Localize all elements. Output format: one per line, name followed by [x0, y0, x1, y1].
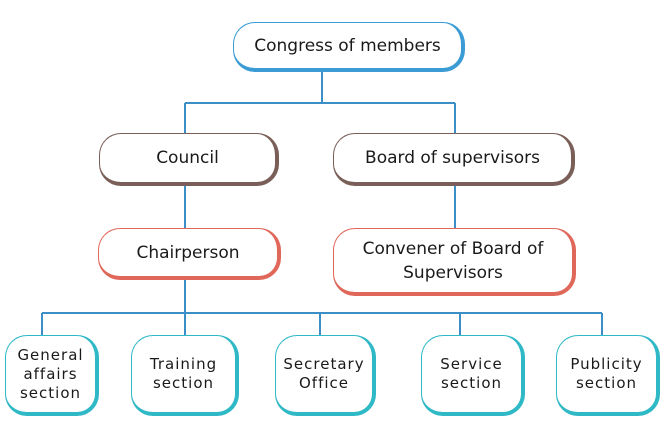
publicity-section-box: Publicity section — [556, 335, 660, 416]
general-affairs-section-box: General affairs section — [5, 335, 99, 416]
chairperson-box: Chairperson — [98, 228, 281, 280]
board-of-supervisors-box: Board of supervisors — [333, 133, 575, 186]
section-label: Secretary Office — [283, 355, 365, 392]
training-section-box: Training section — [131, 335, 239, 416]
chairperson-label: Chairperson — [136, 242, 240, 263]
congress-of-members-box: Congress of members — [233, 22, 465, 72]
section-label: General affairs section — [17, 345, 84, 402]
section-label: Publicity section — [570, 355, 643, 392]
congress-label: Congress of members — [254, 35, 441, 56]
service-section-box: Service section — [421, 335, 525, 416]
convener-box: Convener of Board of Supervisors — [333, 228, 576, 296]
council-label: Council — [156, 148, 219, 168]
section-label: Training section — [149, 355, 218, 392]
secretary-office-box: Secretary Office — [275, 335, 376, 416]
convener-label: Convener of Board of Supervisors — [362, 238, 544, 283]
supervisors-label: Board of supervisors — [365, 148, 540, 168]
council-box: Council — [99, 133, 279, 186]
section-label: Service section — [440, 355, 503, 392]
